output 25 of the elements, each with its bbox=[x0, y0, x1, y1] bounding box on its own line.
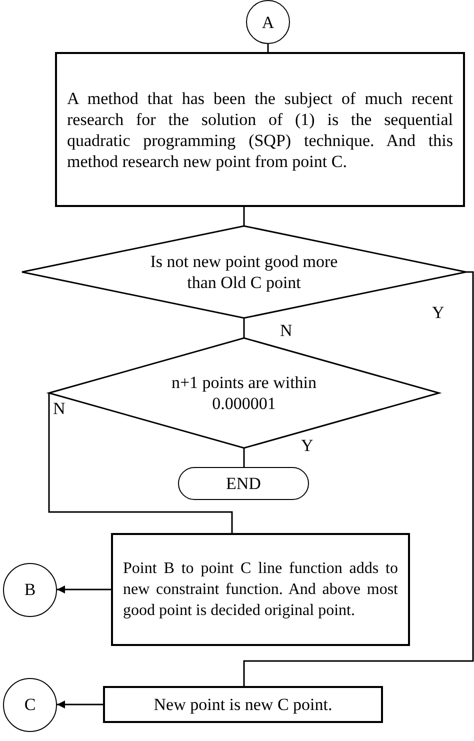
connector-line bbox=[48, 393, 233, 533]
connector-circle bbox=[246, 0, 290, 44]
node-text: Is not new point good more than Old C point bbox=[149, 251, 339, 293]
node-text: A method that has been the subject of much recent research for the solution of (1) is the sequential quadratic programming (SQP) technique. And this method research new point from point C. bbox=[66, 88, 454, 172]
node-text: n+1 points are within 0.000001 bbox=[170, 372, 318, 414]
connector-line bbox=[57, 586, 111, 594]
node-text: A bbox=[262, 12, 274, 32]
connector-circle bbox=[3, 678, 57, 732]
connector-line bbox=[243, 207, 245, 226]
process-box bbox=[55, 52, 465, 207]
connector-line bbox=[243, 271, 474, 686]
node-text: B bbox=[24, 579, 36, 600]
terminal-box bbox=[178, 467, 309, 500]
decision-diamond bbox=[22, 226, 466, 318]
process-box bbox=[111, 533, 410, 646]
connector-circle bbox=[3, 562, 57, 616]
process-box bbox=[103, 686, 383, 723]
node-text: New point is new C point. bbox=[152, 694, 334, 715]
connector-line bbox=[243, 318, 245, 338]
node-text: END bbox=[226, 473, 261, 494]
connector-line bbox=[57, 700, 103, 708]
node-text: C bbox=[24, 694, 36, 715]
node-text: Point B to point C line function adds to new constraint function. And above most good point is decided original point. bbox=[122, 559, 399, 621]
connector-line bbox=[267, 44, 269, 52]
connector-line bbox=[243, 448, 245, 467]
